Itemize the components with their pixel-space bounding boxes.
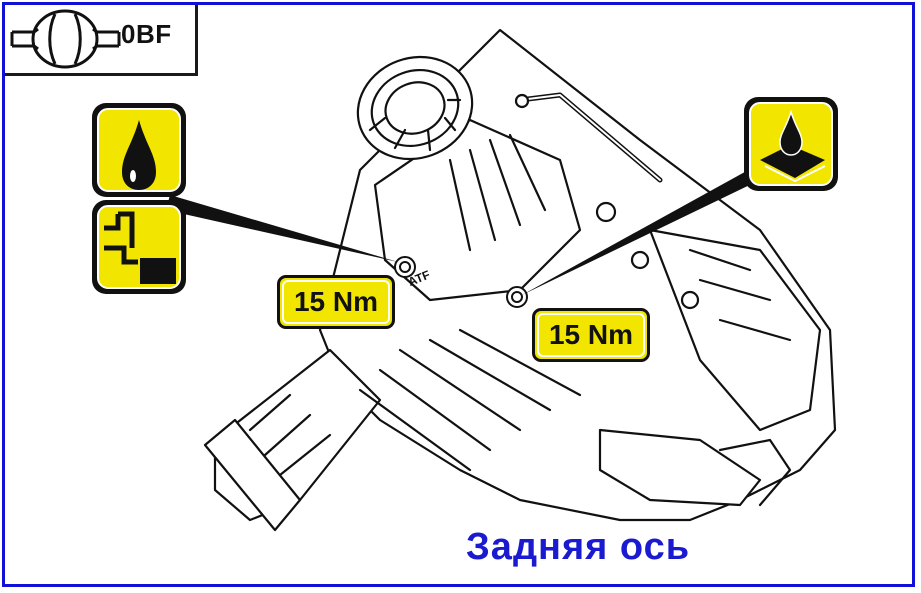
oil-drop-icon (92, 103, 186, 197)
drain-plug (506, 286, 528, 308)
fill-plug (394, 256, 416, 278)
drain-plug-icon (92, 200, 186, 294)
leader-line-left (166, 195, 398, 262)
oil-level-icon (744, 97, 838, 191)
fill-plug-torque-badge: 15 Nm (277, 275, 395, 329)
leader-line-right (522, 168, 760, 295)
fill-plug-torque-text: 15 Nm (293, 286, 379, 317)
drain-plug-torque-badge: 15 Nm (532, 308, 650, 362)
engine-code-box: 0BF (2, 2, 198, 76)
caption-text: Задняя ось (466, 526, 691, 568)
axle-icon (10, 9, 121, 69)
engine-code-label: 0BF (121, 19, 172, 49)
drain-plug-torque-text: 15 Nm (548, 319, 634, 350)
